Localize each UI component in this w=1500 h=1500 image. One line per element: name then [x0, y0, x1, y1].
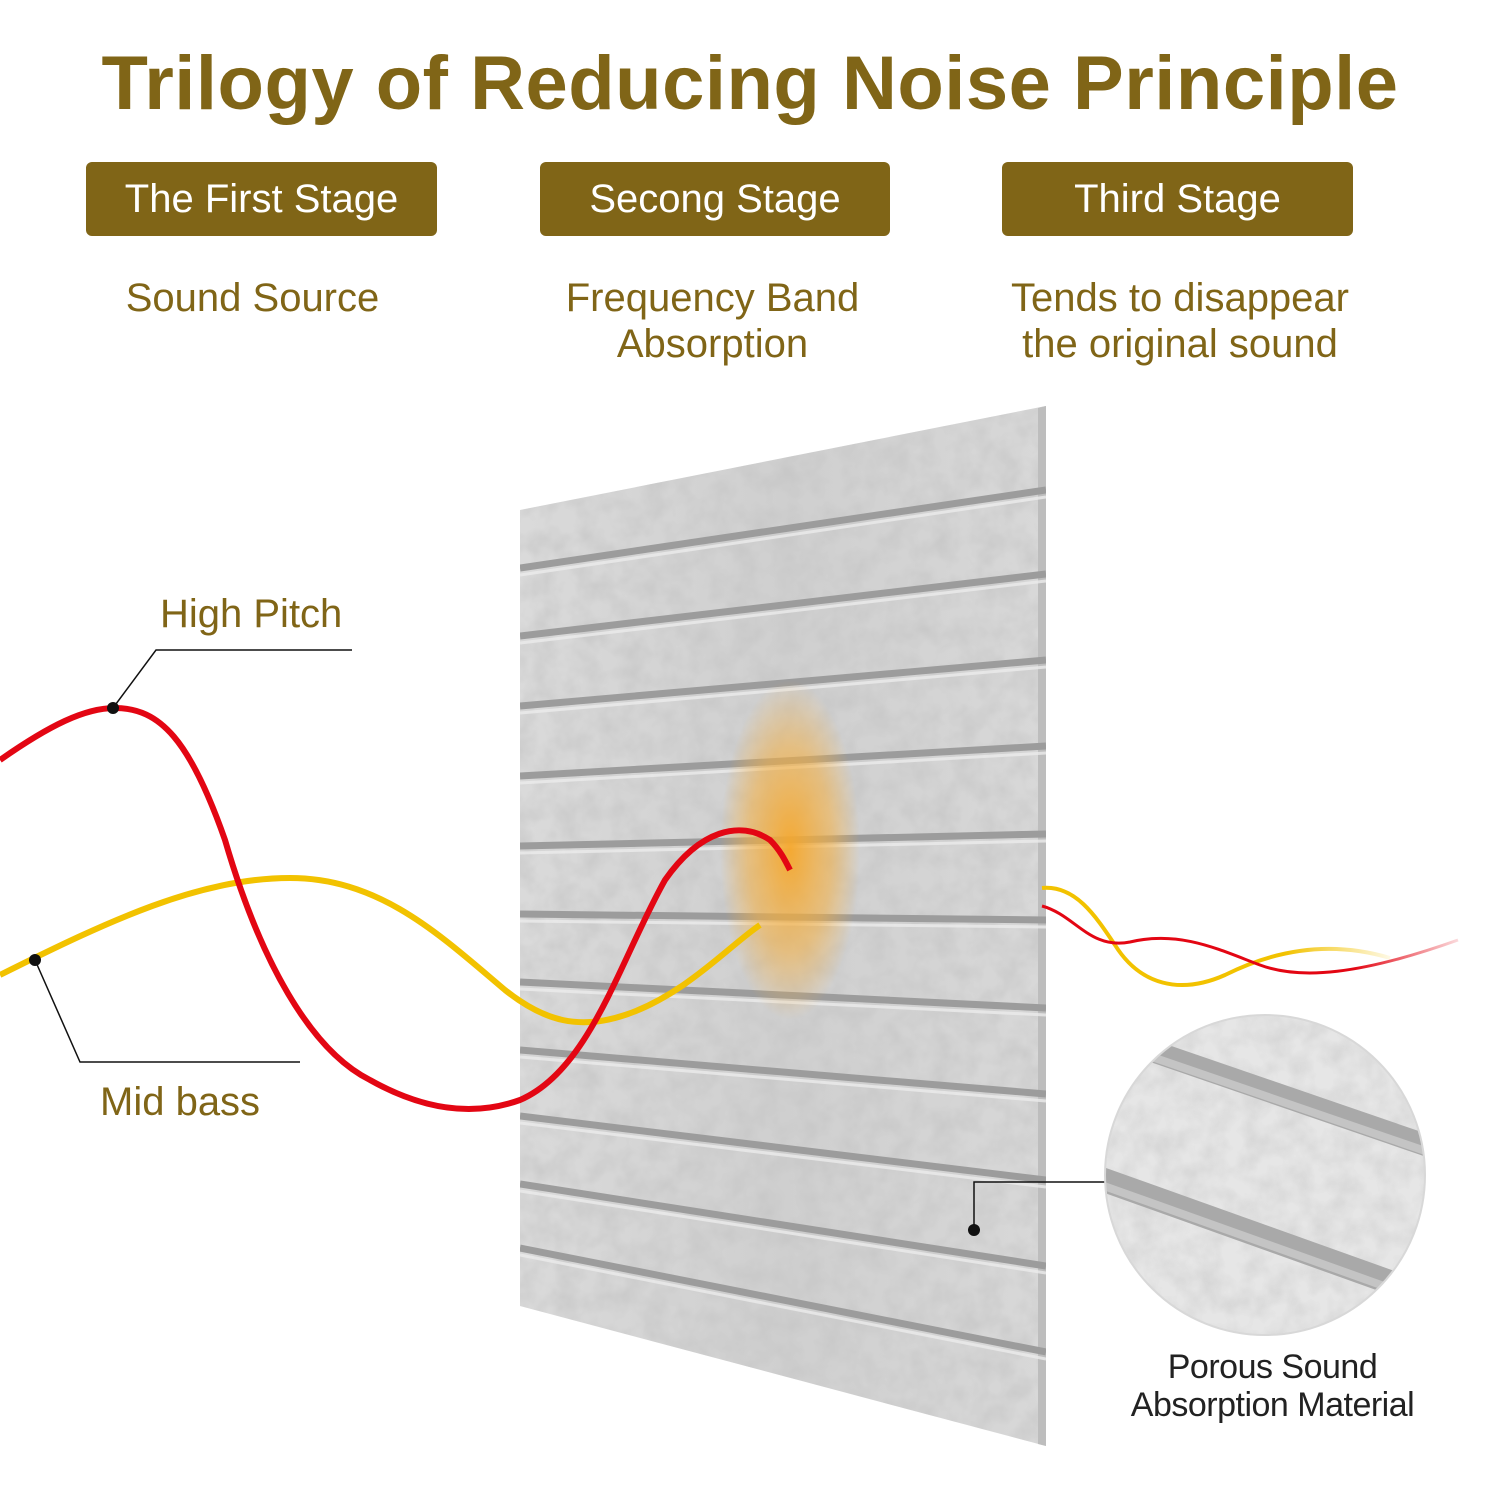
mid-bass-wave: [0, 874, 762, 1026]
stage-badge-second: Secong Stage: [540, 162, 890, 236]
description-line: the original sound: [1022, 322, 1338, 366]
absorption-glow: [720, 680, 860, 1020]
material-magnifier: [1104, 1014, 1426, 1336]
high-pitch-leader: [107, 649, 352, 714]
stage-badge-third: Third Stage: [1002, 162, 1353, 236]
mid-bass-leader: [29, 954, 300, 1063]
stage-description-first: Sound Source: [60, 275, 445, 321]
mid-bass-label: Mid bass: [100, 1080, 261, 1124]
page-title: Trilogy of Reducing Noise Principle: [101, 41, 1399, 126]
description-line: Sound Source: [125, 276, 380, 320]
callout-line: Porous Sound: [1167, 1348, 1378, 1386]
mid-bass-wave-residual: [1041, 885, 1391, 987]
stage-label: Third Stage: [1074, 176, 1281, 221]
description-line: Frequency Band: [565, 276, 860, 320]
stage-label: Secong Stage: [589, 176, 841, 221]
stage-label: The First Stage: [124, 176, 399, 221]
description-line: Absorption: [616, 322, 809, 366]
callout-line: Absorption Material: [1130, 1386, 1415, 1424]
high-pitch-wave: [0, 704, 793, 1112]
stage-description-third: Tends to disappear the original sound: [975, 275, 1385, 367]
description-line: Tends to disappear: [1010, 276, 1349, 320]
high-pitch-label: High Pitch: [160, 592, 343, 636]
material-leader: [968, 1181, 1106, 1236]
stage-badge-first: The First Stage: [86, 162, 437, 236]
material-callout: Porous Sound Absorption Material: [1100, 1348, 1445, 1424]
stage-description-second: Frequency Band Absorption: [520, 275, 905, 367]
high-pitch-wave-residual: [1041, 904, 1459, 975]
